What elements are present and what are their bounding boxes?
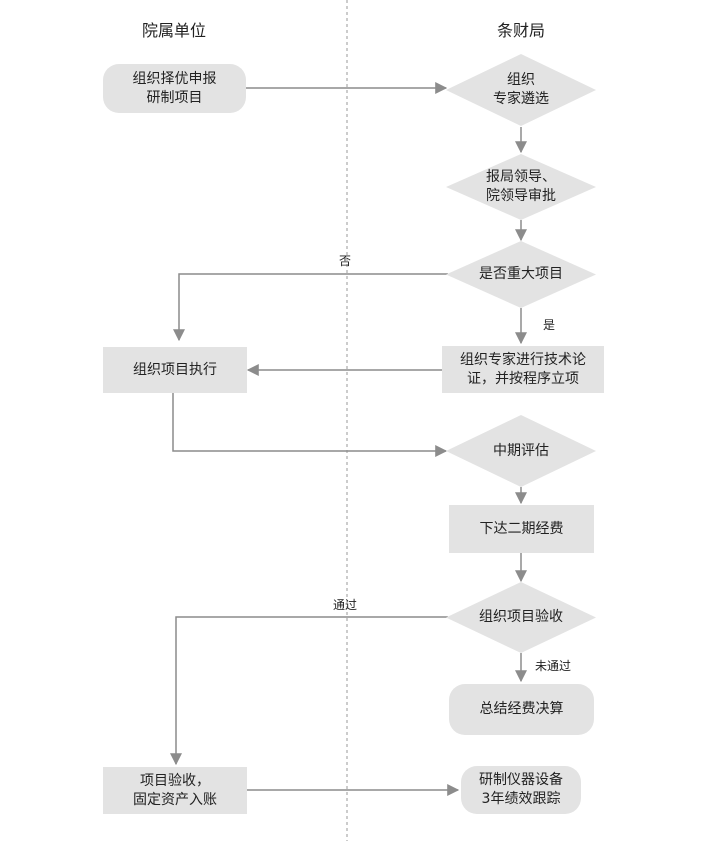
node-acceptance-label: 组织项目验收	[479, 609, 563, 625]
node-second-fund: 下达二期经费	[449, 505, 594, 553]
node-acceptance: 组织项目验收	[446, 582, 596, 653]
node-final-account: 总结经费决算	[449, 684, 594, 735]
edge-acceptance-pass-to-asset	[170, 616, 448, 766]
node-leader-approve-label: 报局领导、 院领导审批	[486, 169, 556, 204]
lane-title-left: 院属单位	[141, 21, 206, 40]
edge-label-no: 否	[339, 254, 352, 268]
node-tracking: 研制仪器设备 3年绩效跟踪	[461, 766, 581, 814]
node-fixed-asset: 项目验收， 固定资产入账	[103, 767, 247, 814]
node-expert-demo: 组织专家进行技术论 证，并按程序立项	[442, 346, 604, 393]
edge-label-yes: 是	[543, 318, 556, 332]
edge-label-passed: 通过	[333, 598, 358, 612]
edge-major-no-to-execute	[173, 273, 448, 342]
node-apply: 组织择优申报 研制项目	[103, 64, 246, 113]
lane-title-right: 条财局	[496, 21, 545, 40]
node-execute: 组织项目执行	[103, 347, 247, 393]
node-major-check: 是否重大项目	[446, 241, 596, 308]
edge-label-not-passed: 未通过	[535, 659, 572, 673]
node-leader-approve: 报局领导、 院领导审批	[446, 154, 596, 220]
node-mid-eval-label: 中期评估	[493, 442, 549, 459]
edge-execute-to-mideval	[172, 393, 448, 457]
node-mid-eval: 中期评估	[446, 415, 596, 487]
node-expert-select: 组织 专家遴选	[446, 54, 596, 126]
node-expert-select-label: 组织 专家遴选	[493, 72, 549, 107]
node-major-check-label: 是否重大项目	[479, 266, 563, 282]
